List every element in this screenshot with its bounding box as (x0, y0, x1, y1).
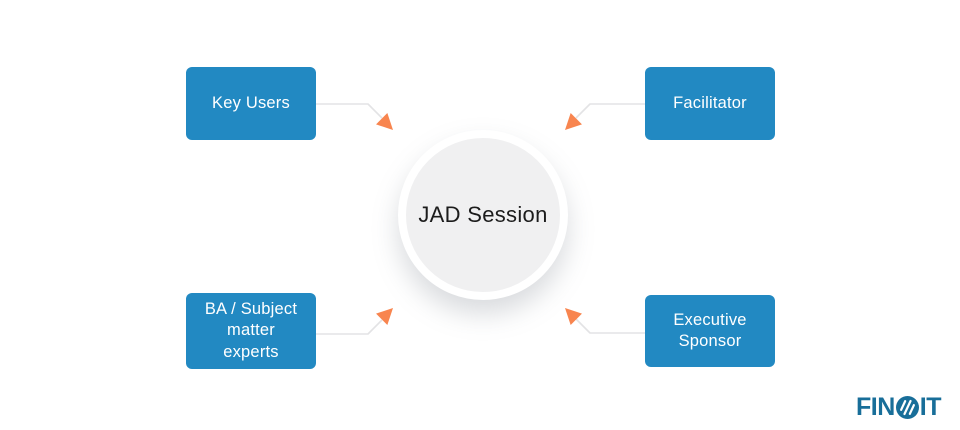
center-node-label: JAD Session (418, 202, 548, 227)
center-node-jad-session: JAD Session (398, 130, 568, 300)
node-ba-subject-matter-experts: BA / Subject matter experts (186, 293, 316, 369)
node-label: BA / Subject matter experts (204, 300, 298, 361)
connector-ba-subject-matter-experts (316, 308, 393, 335)
logo-text-suffix: IT (919, 393, 942, 421)
logo-text-prefix: FIN (856, 393, 895, 421)
connector-key-users (316, 103, 393, 130)
connector-line (575, 318, 645, 334)
node-label: Executive Sponsor (673, 310, 747, 350)
arrowhead-icon (565, 113, 582, 130)
arrowhead-icon (376, 308, 393, 325)
node-executive-sponsor: Executive Sponsor (645, 295, 775, 367)
node-key-users: Key Users (186, 67, 316, 140)
finoit-globe-icon (895, 396, 919, 419)
node-facilitator: Facilitator (645, 67, 775, 140)
connector-line (575, 103, 645, 119)
connector-line (316, 319, 383, 335)
arrowhead-icon (376, 113, 393, 130)
connector-line (316, 103, 383, 119)
finoit-logo: FIN IT (856, 393, 942, 421)
connector-executive-sponsor (565, 308, 645, 334)
connector-facilitator (565, 103, 645, 130)
arrowhead-icon (565, 308, 582, 325)
node-label: Key Users (212, 93, 290, 112)
node-label: Facilitator (673, 93, 747, 112)
